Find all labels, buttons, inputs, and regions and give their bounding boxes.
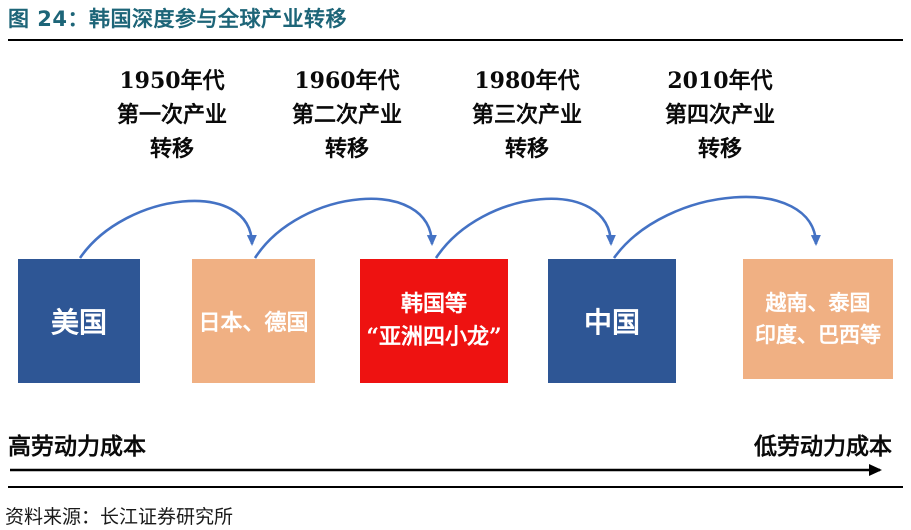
stage-label-1: 1950年代 第一次产业 转移 [87, 64, 257, 166]
stage-suffix: 转移 [697, 136, 742, 162]
stage-name: 第二次产业 [291, 102, 402, 128]
node-label: 中国 [583, 306, 640, 339]
node-vietnam-thailand-india-brazil: 越南、泰国 印度、巴西等 [743, 259, 893, 379]
arc-arrow-1 [78, 199, 257, 259]
node-label-line2: “亚洲四小龙” [366, 324, 502, 350]
stage-name: 第三次产业 [471, 102, 582, 128]
arc-arrow-2 [253, 197, 437, 259]
node-korea-asian-tigers: 韩国等 “亚洲四小龙” [360, 259, 508, 383]
top-rule [8, 39, 903, 41]
stage-suffix: 转移 [504, 136, 549, 162]
stage-era: 1980年代 [474, 68, 580, 94]
stage-label-3: 1980年代 第三次产业 转移 [442, 64, 612, 166]
axis-label-low-labor-cost: 低劳动力成本 [754, 433, 892, 460]
node-label-line1: 越南、泰国 [765, 290, 871, 315]
stage-label-2: 1960年代 第二次产业 转移 [262, 64, 432, 166]
arc-arrow-3 [434, 197, 616, 259]
axis-label-high-labor-cost: 高劳动力成本 [8, 433, 146, 460]
stage-era: 1950年代 [119, 68, 225, 94]
stage-label-4: 2010年代 第四次产业 转移 [635, 64, 805, 166]
figure-title: 图 24：韩国深度参与全球产业转移 [8, 7, 348, 31]
stage-suffix: 转移 [324, 136, 369, 162]
bottom-rule [8, 486, 903, 488]
stage-name: 第一次产业 [116, 102, 227, 128]
node-japan-germany: 日本、德国 [192, 259, 315, 383]
stage-era: 2010年代 [667, 68, 773, 94]
node-label-line1: 韩国等 [400, 291, 467, 317]
node-china: 中国 [548, 259, 676, 383]
stage-suffix: 转移 [149, 136, 194, 162]
node-label: 日本、德国 [198, 310, 309, 336]
node-label-line2: 印度、巴西等 [755, 322, 881, 347]
source-note: 资料来源：长江证券研究所 [5, 506, 234, 528]
stage-era: 1960年代 [294, 68, 400, 94]
node-usa: 美国 [18, 259, 140, 383]
arc-arrow-4 [612, 195, 821, 259]
stage-name: 第四次产业 [664, 102, 775, 128]
node-label: 美国 [50, 306, 107, 339]
